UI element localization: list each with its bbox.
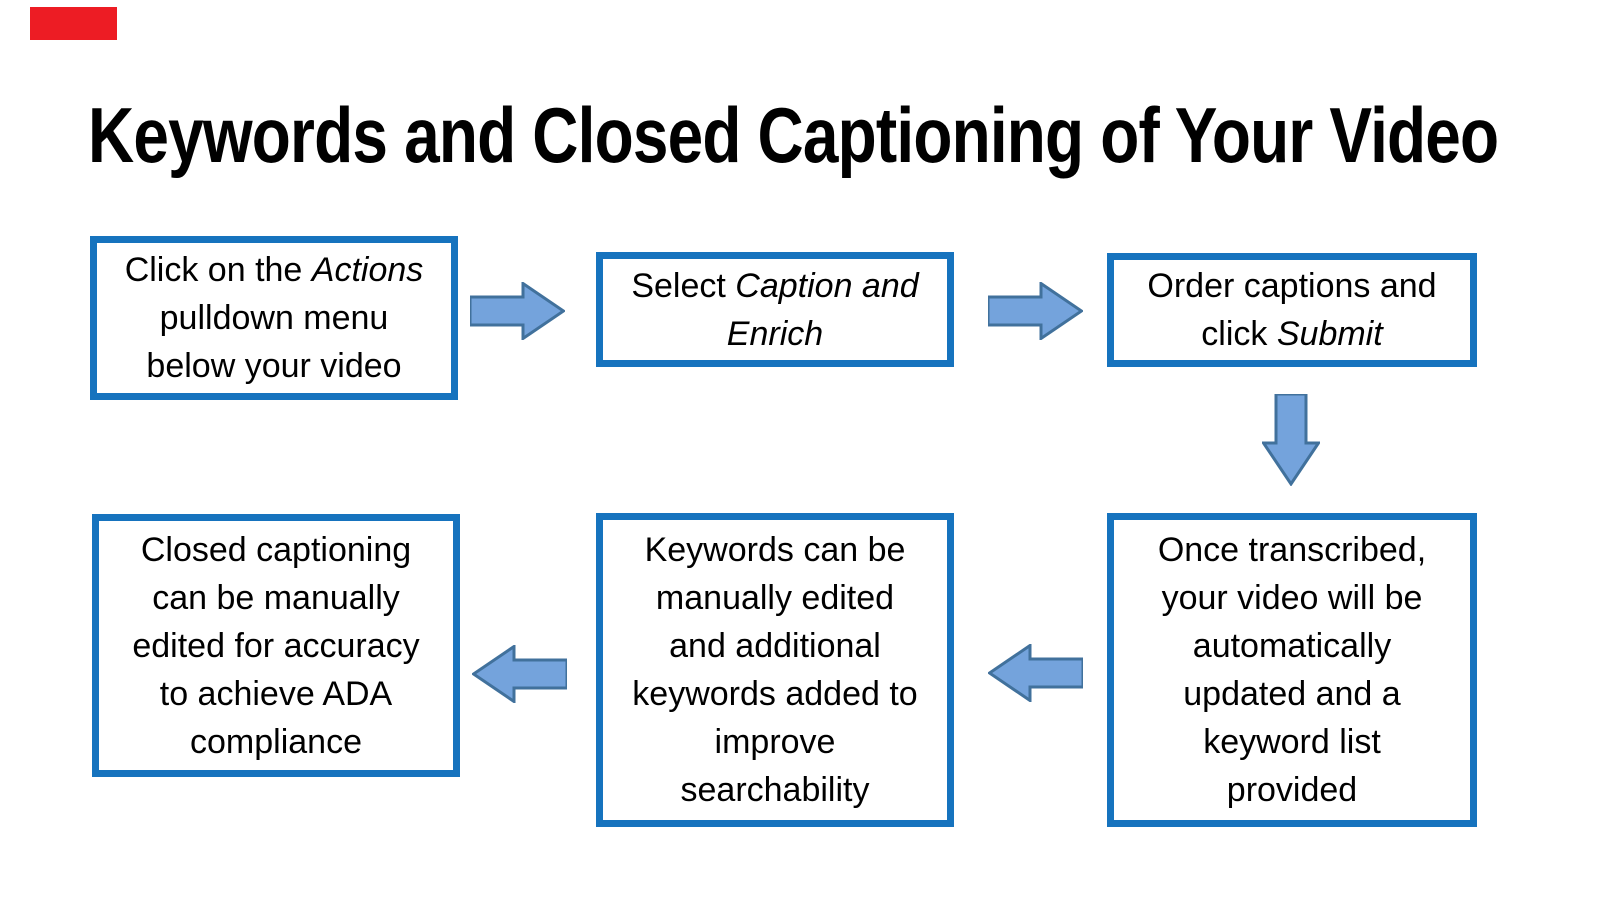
step-text: Closed captioning can be manually edited… — [132, 530, 420, 761]
step-box-order-captions-submit: Order captions and click Submit — [1107, 253, 1477, 367]
step-text: Once transcribed, your video will be aut… — [1157, 531, 1427, 809]
step-text: Click on the Actions pulldown menu below… — [124, 251, 424, 385]
step-text: Select Caption and Enrich — [631, 266, 919, 353]
arrow-right-icon — [988, 282, 1083, 340]
arrow-left-icon — [988, 644, 1083, 702]
step-box-click-actions: Click on the Actions pulldown menu below… — [90, 236, 458, 400]
page-title: Keywords and Closed Captioning of Your V… — [88, 91, 1499, 179]
step-box-closed-captioning-ada: Closed captioning can be manually edited… — [92, 514, 460, 777]
arrow-right-icon — [470, 282, 565, 340]
arrow-left-icon — [472, 645, 567, 703]
arrow-down-icon — [1262, 394, 1320, 486]
step-text: Order captions and click Submit — [1147, 267, 1437, 353]
step-text: Keywords can be manually edited and addi… — [632, 531, 918, 809]
step-box-transcribed-keyword-list: Once transcribed, your video will be aut… — [1107, 513, 1477, 827]
red-marker — [30, 7, 117, 40]
step-box-keywords-edit: Keywords can be manually edited and addi… — [596, 513, 954, 827]
step-box-select-caption-enrich: Select Caption and Enrich — [596, 252, 954, 367]
